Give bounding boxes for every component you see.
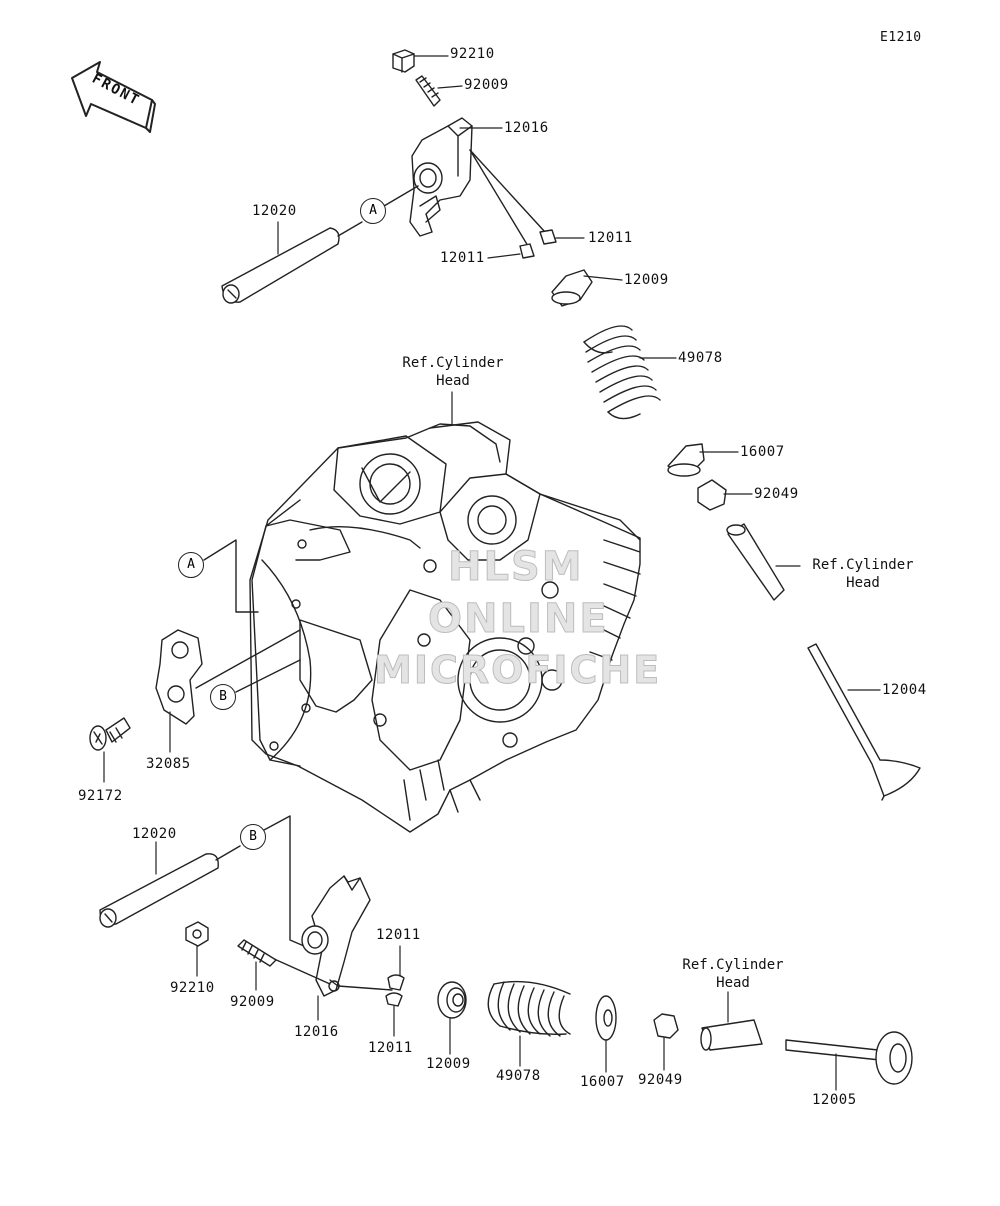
cylinder-head-icon xyxy=(249,421,641,833)
part-label-32085: 32085 xyxy=(146,756,191,772)
valve-keeper-icon xyxy=(539,229,557,245)
part-label-12020-top: 12020 xyxy=(252,203,297,219)
diagram-code: E1210 xyxy=(880,30,922,45)
front-arrow-icon xyxy=(71,61,156,133)
screw-icon xyxy=(415,75,441,107)
valve-spring-icon xyxy=(487,980,571,1037)
part-label-92009-bottom: 92009 xyxy=(230,994,275,1010)
rocker-shaft-icon xyxy=(221,185,419,304)
rocker-shaft-icon xyxy=(99,815,305,947)
part-label-12020-bottom: 12020 xyxy=(132,826,177,842)
callout-b-bottom: B xyxy=(240,824,266,850)
ref-head-bottom: Ref.Cylinder Head xyxy=(672,956,794,992)
nut-icon xyxy=(392,49,415,73)
ref-head-bottom-line2: Head xyxy=(716,975,750,991)
rocker-arm-icon xyxy=(409,117,473,237)
part-label-92210-bottom: 92210 xyxy=(170,980,215,996)
callout-a-top: A xyxy=(360,198,386,224)
oil-seal-icon xyxy=(697,479,727,511)
bracket-icon xyxy=(155,629,203,725)
ref-head-top: Ref.Cylinder Head xyxy=(392,354,514,390)
valve-keeper-icon xyxy=(385,992,403,1007)
part-label-12016-top: 12016 xyxy=(504,120,549,136)
watermark-line2: ONLINE xyxy=(428,596,609,643)
ref-head-right: Ref.Cylinder Head xyxy=(802,556,924,592)
part-label-16007-top: 16007 xyxy=(740,444,785,460)
part-label-12009-bottom: 12009 xyxy=(426,1056,471,1072)
watermark-line3: MICROFICHE xyxy=(373,648,662,693)
part-label-92049-top: 92049 xyxy=(754,486,799,502)
part-label-12011-bottom-top: 12011 xyxy=(376,927,421,943)
screw-icon xyxy=(237,939,277,967)
spring-retainer-icon xyxy=(437,981,467,1019)
ref-head-right-line2: Head xyxy=(846,575,880,591)
valve-keeper-icon xyxy=(519,243,535,259)
rocker-arm-icon xyxy=(301,875,371,997)
part-label-92172: 92172 xyxy=(78,788,123,804)
part-label-12004: 12004 xyxy=(882,682,927,698)
ref-head-top-line2: Head xyxy=(436,373,470,389)
part-label-12011-top-left: 12011 xyxy=(440,250,485,266)
ref-head-right-line1: Ref.Cylinder xyxy=(812,557,914,573)
callout-a-left: A xyxy=(178,552,204,578)
valve-keeper-icon xyxy=(387,974,405,991)
part-label-16007-bottom: 16007 xyxy=(580,1074,625,1090)
ref-head-top-line1: Ref.Cylinder xyxy=(402,355,504,371)
spring-seat-icon xyxy=(595,995,617,1041)
valve-guide-icon xyxy=(726,523,785,601)
valve-spring-icon xyxy=(583,325,661,420)
valve-icon xyxy=(785,1031,913,1085)
part-label-12005: 12005 xyxy=(812,1092,857,1108)
spring-seat-icon xyxy=(667,443,705,477)
screw-icon xyxy=(89,717,131,751)
ref-head-bottom-line1: Ref.Cylinder xyxy=(682,957,784,973)
part-label-49078-top: 49078 xyxy=(678,350,723,366)
part-label-12016-bottom: 12016 xyxy=(294,1024,339,1040)
watermark-line1: HLSM xyxy=(448,544,584,591)
part-label-92049-bottom: 92049 xyxy=(638,1072,683,1088)
oil-seal-icon xyxy=(653,1013,679,1039)
part-label-12009-top: 12009 xyxy=(624,272,669,288)
spring-retainer-icon xyxy=(551,269,593,307)
part-label-92009-top: 92009 xyxy=(464,77,509,93)
part-label-12011-bottom-bottom: 12011 xyxy=(368,1040,413,1056)
part-label-12011-top-right: 12011 xyxy=(588,230,633,246)
callout-b-left: B xyxy=(210,684,236,710)
nut-icon xyxy=(185,921,209,947)
valve-icon xyxy=(807,643,921,801)
valve-guide-icon xyxy=(700,1019,763,1051)
part-label-49078-bottom: 49078 xyxy=(496,1068,541,1084)
part-label-92210-top: 92210 xyxy=(450,46,495,62)
